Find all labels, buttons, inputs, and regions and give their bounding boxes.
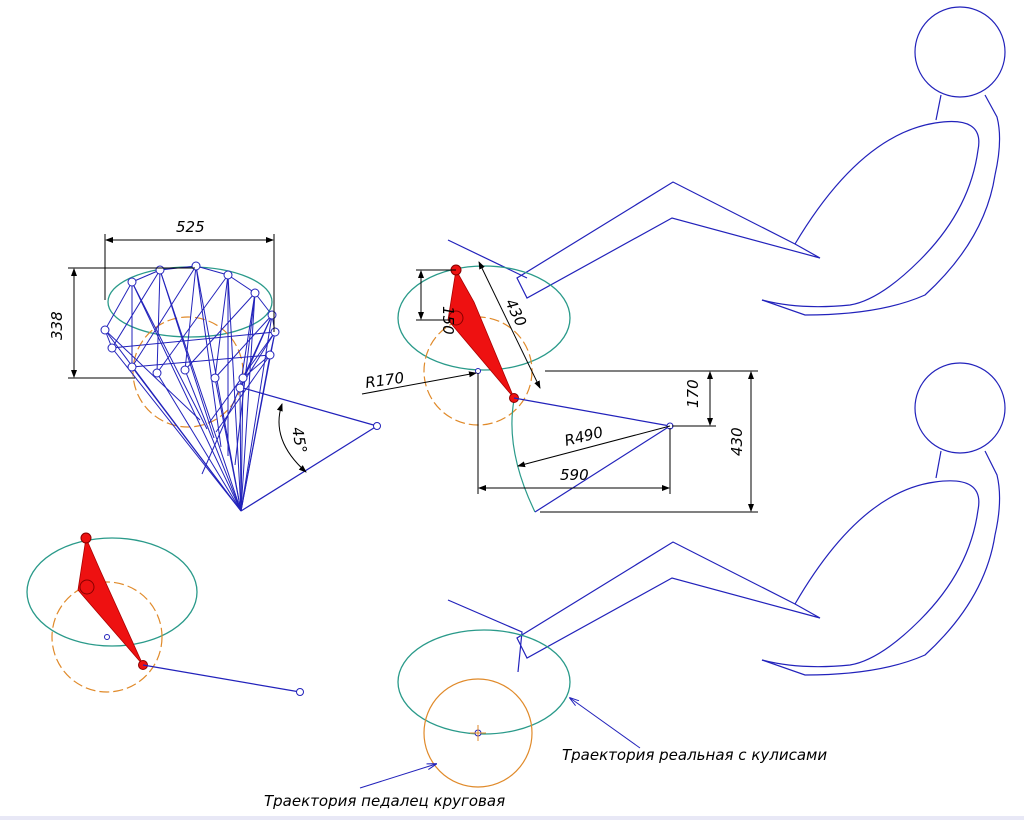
lower-left-mechanism xyxy=(26,532,304,696)
sweep-joint-low-2 xyxy=(152,368,162,378)
upper-ground-line xyxy=(534,425,671,513)
sweep-joint-low-5 xyxy=(235,383,245,393)
dim-525-label: 525 xyxy=(176,218,205,236)
lower-right-trajectories: Траектория реальная с кулисами Траектори… xyxy=(264,629,827,810)
sweep-rocker-bottom xyxy=(240,425,378,512)
sweep-joint-top-1 xyxy=(127,277,137,287)
lower-pedal-circle xyxy=(423,678,533,788)
upper-connecting-rod xyxy=(513,397,671,427)
lower-left-crank-mid-joint xyxy=(79,579,95,595)
dim-150-label: 150 xyxy=(439,306,457,335)
sweep-joint-low-0 xyxy=(107,343,117,353)
dim-45-label: 45° xyxy=(288,426,310,455)
upper-slider-arc xyxy=(511,399,536,513)
sweep-joint-low-4 xyxy=(210,373,220,383)
real-trajectory-label: Траектория реальная с кулисами xyxy=(562,746,827,764)
dim-430-diag-line xyxy=(478,261,541,389)
sweep-joint-top-5 xyxy=(250,288,260,298)
upper-crank-center xyxy=(475,368,481,374)
lower-real-trajectory xyxy=(397,629,571,735)
sweep-rocker-pivot xyxy=(373,422,381,430)
dim-r490-label: R490 xyxy=(563,423,605,450)
dim-r490-leader xyxy=(517,425,671,468)
sweep-joint-top-0 xyxy=(100,325,110,335)
sweep-joint-top-2 xyxy=(155,265,165,275)
dim-590-label: 590 xyxy=(560,466,589,484)
dim-430-vert-label: 430 xyxy=(728,427,746,456)
lower-left-crank-circle xyxy=(51,581,163,693)
lower-rider-head xyxy=(914,362,1006,454)
lower-left-connecting-rod xyxy=(142,664,301,693)
sweep-joint-top-7 xyxy=(270,327,280,337)
upper-mechanism: 150 430 R170 R490 590 170 430 xyxy=(361,261,758,513)
upper-rider-leg xyxy=(516,181,821,299)
dim-r170-label: R170 xyxy=(364,369,405,392)
lower-rider-leg xyxy=(516,541,821,659)
sweep-joint-top-8 xyxy=(265,350,275,360)
sweep-joint-top-4 xyxy=(223,270,233,280)
pedal-trajectory-label: Траектория педалец круговая xyxy=(264,792,505,810)
dim-170-label: 170 xyxy=(684,379,702,408)
lower-pedal-arm xyxy=(447,599,523,673)
lower-rider-neck xyxy=(935,450,1001,536)
lower-left-rocker-pivot xyxy=(296,688,304,696)
lower-rider-torso xyxy=(761,480,980,668)
sweep-joint-top-3 xyxy=(191,261,201,271)
dim-r170-leader xyxy=(361,371,477,395)
sweep-joint-points xyxy=(100,261,280,393)
lower-left-crank-top-joint xyxy=(80,532,92,544)
lower-left-crank-center xyxy=(104,634,110,640)
upper-rider-back xyxy=(761,174,996,316)
sweep-link-lines xyxy=(104,265,276,512)
sweep-joint-low-3 xyxy=(180,365,190,375)
lower-rider-back xyxy=(761,534,996,676)
footer-bar xyxy=(0,816,1024,820)
upper-rider-torso xyxy=(761,120,980,308)
dim-338-label: 338 xyxy=(48,311,66,340)
sweep-joint-low-6 xyxy=(238,373,248,383)
sweep-joint-top-6 xyxy=(267,310,277,320)
upper-rider-neck xyxy=(935,94,1001,176)
sweep-rocker-top xyxy=(242,387,378,427)
upper-rider-head xyxy=(914,6,1006,98)
real-trajectory-leader xyxy=(570,698,641,749)
sweep-joint-low-1 xyxy=(127,362,137,372)
linkage-sweep-diagram: 525 338 45° xyxy=(48,218,381,512)
upper-crank-mid-joint xyxy=(448,310,464,326)
dim-45-arc xyxy=(276,403,307,473)
lower-rider-figure xyxy=(447,362,1006,676)
lower-left-trajectory xyxy=(26,537,198,647)
pedal-trajectory-leader xyxy=(359,764,436,789)
upper-rider-figure xyxy=(447,6,1006,316)
